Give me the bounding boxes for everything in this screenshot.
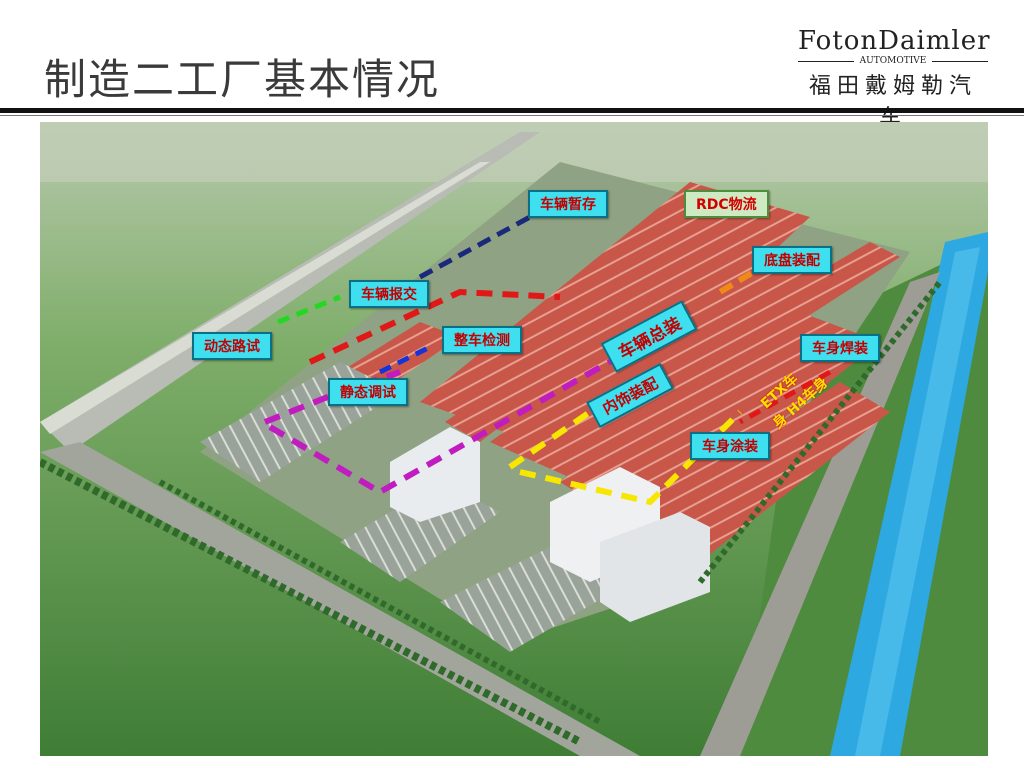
label-vehicle-temp-storage: 车辆暂存 [528,190,608,218]
label-chassis-assembly: 底盘装配 [752,246,832,274]
slide-title: 制造二工厂基本情况 [44,55,441,104]
label-vehicle-report: 车辆报交 [349,280,429,308]
label-static-debug: 静态调试 [328,378,408,406]
label-dynamic-road-test: 动态路试 [192,332,272,360]
logo-brand: FotonDaimler [798,26,991,56]
logo-rule-left [798,60,854,62]
label-body-welding: 车身焊装 [800,334,880,362]
label-vehicle-inspection: 整车检测 [442,326,522,354]
label-body-painting: 车身涂装 [690,432,770,460]
title-divider-thin [0,115,1024,116]
logo-rule-right [932,60,988,62]
title-divider [0,108,1024,113]
factory-aerial-illustration [40,122,988,756]
logo-sub-row: AUTOMOTIVE [798,56,988,66]
factory-aerial-photo: 车辆暂存 RDC物流 底盘装配 车辆报交 动态路试 整车检测 车辆总装 车身焊装… [40,122,988,756]
logo-sub: AUTOMOTIVE [859,56,927,66]
fotondaimler-logo: FotonDaimler AUTOMOTIVE 福田戴姆勒汽车 [798,26,991,132]
label-rdc-logistics: RDC物流 [684,190,769,218]
